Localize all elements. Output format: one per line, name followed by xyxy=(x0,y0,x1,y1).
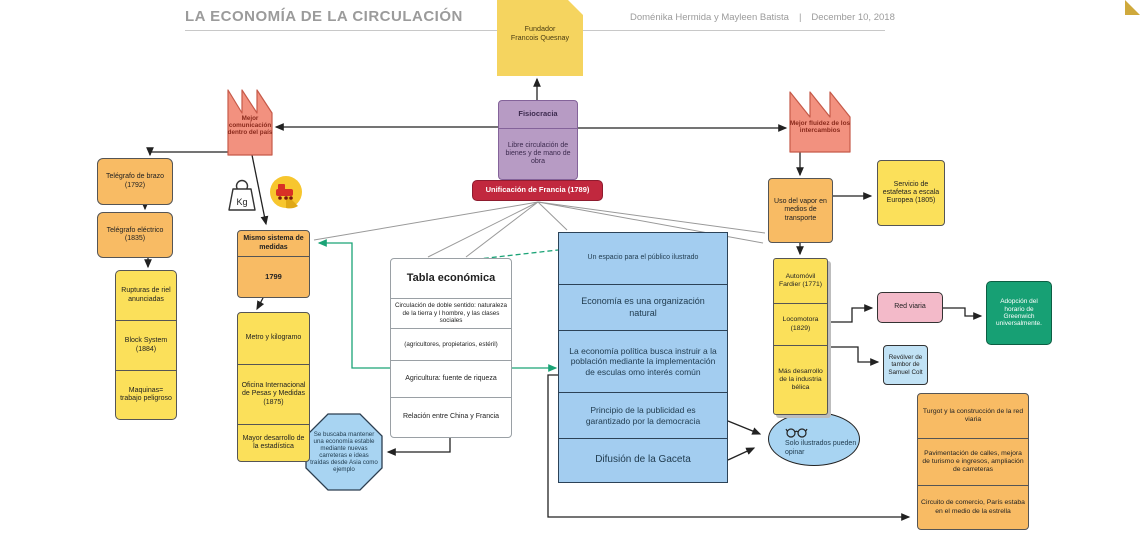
tabla-title: Tabla económica xyxy=(391,259,511,299)
byline: Doménika Hermida y Mayleen Batista | Dec… xyxy=(630,12,895,23)
fisiocracia-body: Libre circulación de bienes y de mano de… xyxy=(505,141,571,166)
connector-difusion-ellipse[interactable] xyxy=(727,447,756,461)
connector-tabla-octagon[interactable] xyxy=(386,438,451,456)
node-blue-stack[interactable]: Un espacio para el público ilustrado Eco… xyxy=(558,232,728,483)
connector-blue-viaslist[interactable] xyxy=(547,374,911,521)
connector-redviaria-greenwich[interactable] xyxy=(943,307,983,320)
founder-note-text: Fundador Francois Quesnay xyxy=(510,24,570,43)
vias-item: Turgot y la construcción de la red viari… xyxy=(918,394,1028,439)
vias-item: Pavimentación de calles, mejora de turis… xyxy=(918,439,1028,486)
node-telegrafo-brazo[interactable]: Telégrafo de brazo (1792) xyxy=(97,158,173,205)
blue-row[interactable]: Un espacio para el público ilustrado xyxy=(558,232,728,285)
node-greenwich[interactable]: Adopción del horario de Greenwich univer… xyxy=(986,281,1052,345)
tabla-row: Circulación de doble sentido: naturaleza… xyxy=(391,299,511,329)
factory-shape-right[interactable] xyxy=(789,91,851,153)
connector-factory-mismo[interactable] xyxy=(251,154,269,226)
vias-item: Circuito de comercio, París estaba en el… xyxy=(921,499,1025,515)
octagon-label: Se buscaba mantener una economía estable… xyxy=(310,430,378,474)
node-unificacion[interactable]: Unificación de Francia (1789) xyxy=(472,180,603,201)
founder-note[interactable]: Fundador Francois Quesnay xyxy=(497,0,583,76)
node-uso-vapor[interactable]: Uso del vapor en medios de transporte xyxy=(768,178,833,243)
fisiocracia-title: Fisiocracia xyxy=(499,101,577,129)
connector-mismo-medidas[interactable] xyxy=(256,297,265,311)
mismo-sistema-title: Mismo sistema de medidas xyxy=(238,231,309,257)
note-fold xyxy=(1125,0,1140,15)
connector-principio-ellipse[interactable] xyxy=(727,420,762,435)
connector-belica-revolver[interactable] xyxy=(827,346,880,366)
page-title: LA ECONOMÍA DE LA CIRCULACIÓN xyxy=(185,8,463,25)
kg-weight-icon[interactable]: Kg xyxy=(228,179,256,211)
node-vias-list[interactable]: Turgot y la construcción de la red viari… xyxy=(917,393,1029,530)
glasses-icon xyxy=(785,428,808,439)
node-red-viaria[interactable]: Red viaria xyxy=(877,292,943,323)
factory-left-label: Mejor comunicación dentro del país xyxy=(227,115,273,137)
node-revolver[interactable]: Revólver de tambor de Samuel Colt xyxy=(883,345,928,385)
node-telegrafo-electrico[interactable]: Telégrafo eléctrico (1835) xyxy=(97,212,173,258)
blue-row[interactable]: Difusión de la Gaceta xyxy=(558,438,728,483)
transporte-item: Automóvil Fardier (1771) xyxy=(774,259,827,304)
blue-row[interactable]: Economía es una organización natural xyxy=(558,284,728,331)
byline-separator: | xyxy=(798,12,802,23)
mismo-sistema-body: 1799 xyxy=(265,271,282,281)
node-transporte-list[interactable]: Automóvil Fardier (1771) Locomotora (182… xyxy=(773,258,828,415)
authors: Doménika Hermida y Mayleen Batista xyxy=(630,12,789,23)
rail-list-item: Block System (1884) xyxy=(116,321,176,371)
transporte-item: Locomotora (1829) xyxy=(774,304,827,346)
factory-right-label: Mejor fluidez de los intercambios xyxy=(789,120,851,135)
train-badge-icon[interactable] xyxy=(270,176,302,209)
transporte-item: Más desarrollo de la industria bélica xyxy=(778,367,823,391)
ellipse-label: Solo ilustrados pueden opinar xyxy=(785,440,857,456)
node-medidas-list[interactable]: Metro y kilogramo Oficina Internacional … xyxy=(237,312,310,462)
medidas-list-item: Metro y kilogramo xyxy=(238,313,309,365)
medidas-list-item: Oficina Internacional de Pesas y Medidas… xyxy=(238,365,309,425)
node-mismo-sistema[interactable]: Mismo sistema de medidas 1799 xyxy=(237,230,310,298)
tabla-row: (agricultores, propietarios, estéril) xyxy=(391,329,511,361)
svg-text:Kg: Kg xyxy=(236,197,247,207)
blue-row[interactable]: La economía política busca instruir a la… xyxy=(558,330,728,393)
node-rail-list[interactable]: Rupturas de riel anunciadas Block System… xyxy=(115,270,177,420)
node-tabla-economica[interactable]: Tabla económica Circulación de doble sen… xyxy=(390,258,512,438)
rail-list-item: Rupturas de riel anunciadas xyxy=(116,271,176,321)
tabla-row: Agricultura: fuente de riqueza xyxy=(391,361,511,398)
date: December 10, 2018 xyxy=(811,12,895,23)
blue-row[interactable]: Principio de la publicidad es garantizad… xyxy=(558,392,728,439)
rail-list-item: Maquinas= trabajo peligroso xyxy=(120,386,172,402)
node-servicio-estafetas[interactable]: Servicio de estafetas a escala Europea (… xyxy=(877,160,945,226)
connector-factory-telegrafo[interactable] xyxy=(146,147,240,157)
node-fisiocracia[interactable]: Fisiocracia Libre circulación de bienes … xyxy=(498,100,578,180)
factory-shape-left[interactable] xyxy=(227,89,273,156)
node-ellipse-ilustrados[interactable]: Solo ilustrados pueden opinar xyxy=(768,412,860,466)
connector-locomotora-redviaria[interactable] xyxy=(827,304,874,323)
tabla-row: Relación entre China y Francia xyxy=(402,413,500,421)
medidas-list-item: Mayor desarrollo de la estadística xyxy=(242,434,305,450)
